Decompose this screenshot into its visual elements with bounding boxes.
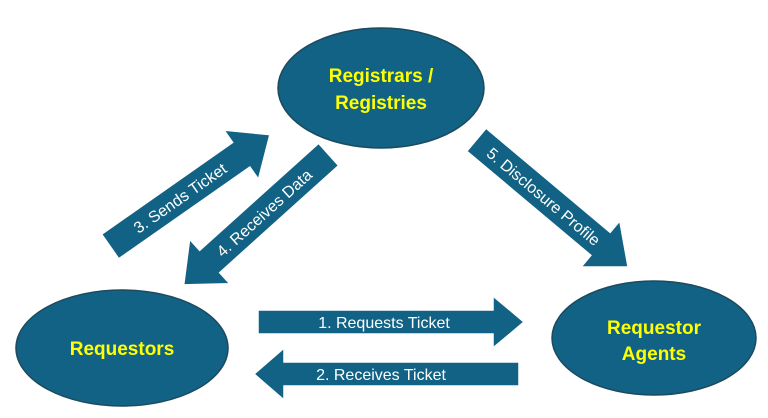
arrow-sends-ticket-label: 3. Sends Ticket [131,160,231,237]
arrow-requests-ticket-label: 1. Requests Ticket [318,315,450,332]
agents-label-line1: Requestor [607,318,702,339]
node-requestor-agents: Requestor Agents [551,280,757,396]
arrow-disclosure-profile-label: 5. Disclosure Profile [483,145,603,250]
arrow-receives-ticket: 2. Receives Ticket [252,346,520,402]
arrow-requests-ticket: 1. Requests Ticket [257,294,526,350]
registrars-label-line1: Registrars / [329,66,434,87]
arrow-receives-ticket-label: 2. Receives Ticket [316,367,446,384]
requestors-label: Requestors [70,339,175,360]
arrow-disclosure-profile: 5. Disclosure Profile [465,127,629,268]
registrars-label-line2: Registries [335,93,427,114]
node-registrars-registries: Registrars / Registries [277,27,485,149]
node-requestors: Requestors [15,289,229,407]
agents-label-line2: Agents [622,344,686,365]
